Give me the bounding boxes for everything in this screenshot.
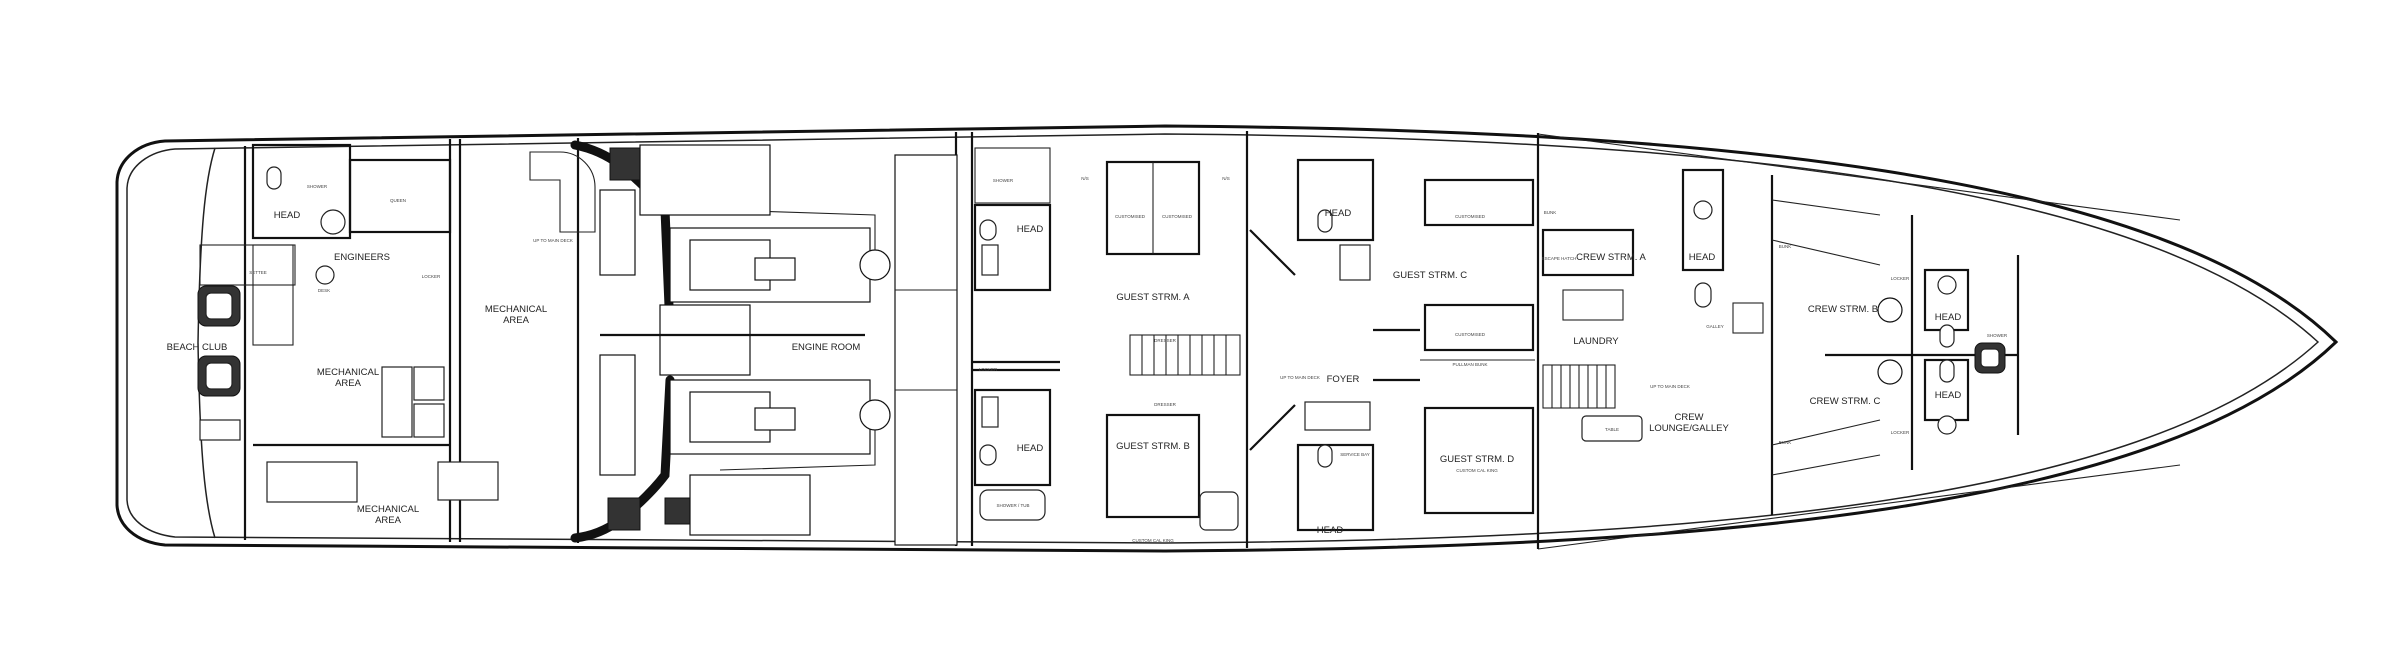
label-guest-stateroom-b: GUEST STRM. B bbox=[1116, 441, 1190, 452]
room-labels: BEACH CLUB HEAD ENGINEERS MECHANICAL ARE… bbox=[167, 208, 1962, 536]
label-head: HEAD bbox=[1017, 443, 1044, 454]
fixture-label: LOCKER bbox=[979, 367, 998, 372]
fixture-label: LOCKER bbox=[1891, 276, 1910, 281]
fixture-label: DRESSER bbox=[1154, 402, 1177, 407]
bulkheads bbox=[243, 131, 2020, 549]
label-head: HEAD bbox=[1689, 252, 1716, 263]
label-head: HEAD bbox=[1017, 224, 1044, 235]
engine-room bbox=[570, 140, 958, 546]
label-beach-club: BEACH CLUB bbox=[167, 342, 228, 353]
fixture-labels: SHOWER QUEEN SETTEE DESK LOCKER UP TO MA… bbox=[249, 176, 2008, 543]
guest-area bbox=[972, 147, 1535, 532]
label-crew-stateroom-c: CREW STRM. C bbox=[1810, 396, 1881, 407]
fixture-label: GALLEY bbox=[1706, 324, 1724, 329]
label-mechanical-area: AREA bbox=[503, 315, 530, 326]
fixture-label: UP TO MAIN DECK bbox=[1650, 384, 1690, 389]
label-mechanical-area: MECHANICAL bbox=[317, 367, 379, 378]
label-mechanical-area: MECHANICAL bbox=[485, 304, 547, 315]
aft-area bbox=[197, 143, 596, 503]
label-head: HEAD bbox=[1325, 208, 1352, 219]
fixture-label: UP TO MAIN DECK bbox=[533, 238, 573, 243]
fixture-label: BUNK bbox=[1779, 440, 1792, 445]
label-guest-stateroom-d: GUEST STRM. D bbox=[1440, 454, 1514, 465]
fixture-label: N/S bbox=[1222, 176, 1230, 181]
fixture-label: CUSTOM CAL KING bbox=[1132, 538, 1174, 543]
label-head-aft: HEAD bbox=[274, 210, 301, 221]
fixture-label: DESK bbox=[318, 288, 330, 293]
label-engineers: ENGINEERS bbox=[334, 252, 390, 263]
fixture-label: TABLE bbox=[1605, 427, 1619, 432]
fixture-label: CUSTOM CAL KING bbox=[1456, 468, 1498, 473]
label-head: HEAD bbox=[1935, 390, 1962, 401]
label-mechanical-area: AREA bbox=[335, 378, 362, 389]
fixture-label: CUSTOMISED bbox=[1162, 214, 1193, 219]
label-crew-lounge: CREW bbox=[1674, 412, 1703, 423]
label-crew-stateroom-a: CREW STRM. A bbox=[1576, 252, 1646, 263]
fixture-label: ESCAPE HATCH bbox=[1542, 256, 1577, 261]
label-foyer: FOYER bbox=[1327, 374, 1360, 385]
fixture-label: DRESSER bbox=[1154, 338, 1177, 343]
fixture-label: SETTEE bbox=[249, 270, 267, 275]
label-guest-stateroom-c: GUEST STRM. C bbox=[1393, 270, 1467, 281]
label-head: HEAD bbox=[1935, 312, 1962, 323]
fixture-label: BUNK bbox=[1544, 210, 1557, 215]
label-mechanical-area: AREA bbox=[375, 515, 402, 526]
fixture-label: BUNK bbox=[1779, 244, 1792, 249]
fixture-label: CUSTOMISED bbox=[1115, 214, 1146, 219]
label-laundry: LAUNDRY bbox=[1573, 336, 1619, 347]
fixture-label: LOCKER bbox=[1891, 430, 1910, 435]
label-crew-lounge: LOUNGE/GALLEY bbox=[1649, 423, 1729, 434]
label-guest-stateroom-a: GUEST STRM. A bbox=[1116, 292, 1190, 303]
fixture-label: SHOWER / TUB bbox=[997, 503, 1030, 508]
fixture-label: SHOWER bbox=[1987, 333, 2008, 338]
label-head: HEAD bbox=[1317, 525, 1344, 536]
fixture-label: SHOWER bbox=[993, 178, 1014, 183]
fixture-label: CUSTOMISED bbox=[1455, 332, 1486, 337]
fixture-label: QUEEN bbox=[390, 198, 406, 203]
fixture-label: LOCKER bbox=[422, 274, 441, 279]
fixture-label: UP TO MAIN DECK bbox=[1280, 375, 1320, 380]
fixture-label: SERVICE BAY bbox=[1340, 452, 1370, 457]
label-engine-room: ENGINE ROOM bbox=[792, 342, 861, 353]
hull-outline bbox=[115, 124, 2339, 553]
label-crew-stateroom-b: CREW STRM. B bbox=[1808, 304, 1878, 315]
fixture-label: CUSTOMISED bbox=[1455, 214, 1486, 219]
fixture-label: PULLMAN BUNK bbox=[1452, 362, 1487, 367]
fixture-label: N/S bbox=[1081, 176, 1089, 181]
fixture-label: SHOWER bbox=[307, 184, 328, 189]
crew-area bbox=[1541, 168, 2018, 476]
label-mechanical-area: MECHANICAL bbox=[357, 504, 419, 515]
